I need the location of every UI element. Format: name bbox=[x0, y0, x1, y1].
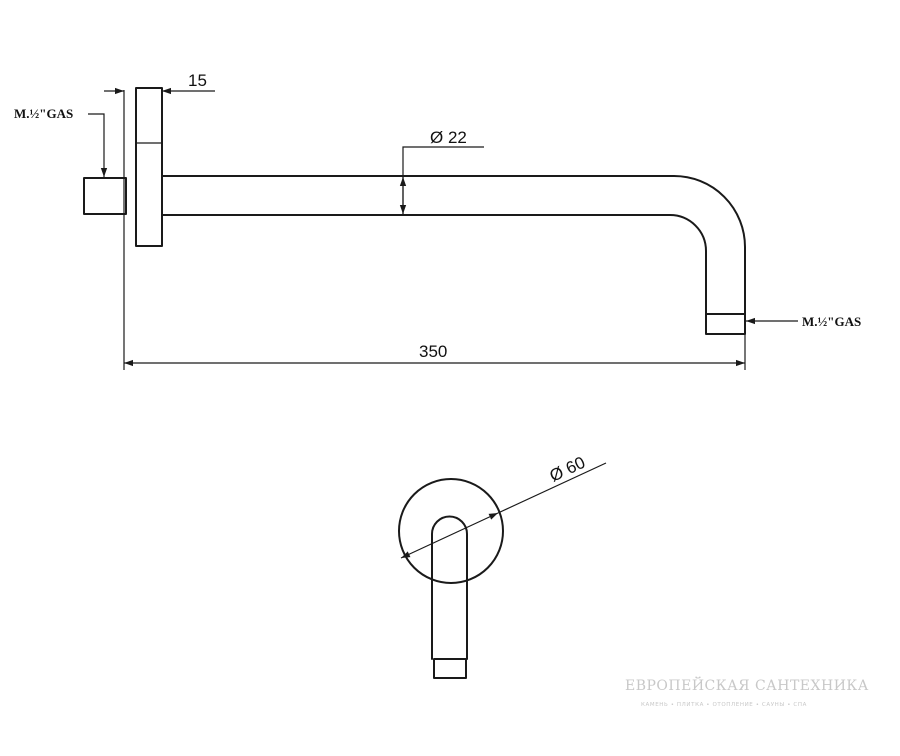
leader-line-inlet-thread bbox=[88, 113, 108, 177]
dimension-label-diameter-22: Ø 22 bbox=[430, 128, 467, 147]
dimension-label-350: 350 bbox=[419, 342, 447, 361]
dimension-line-diameter-60 bbox=[400, 512, 499, 559]
outlet-thread-end bbox=[705, 313, 746, 335]
arm-front-profile bbox=[431, 515, 468, 660]
watermark: ЕВРОПЕЙСКАЯ САНТЕХНИКА КАМЕНЬ • ПЛИТКА •… bbox=[625, 675, 869, 708]
outlet-thread-label: M.½"GAS bbox=[802, 314, 861, 329]
front-view: Ø 60 bbox=[398, 453, 607, 679]
side-view: 15 Ø 22 M.½"GAS M.½"GAS 350 bbox=[14, 71, 861, 370]
inlet-thread-nipple bbox=[83, 177, 127, 215]
shower-arm-pipe bbox=[161, 175, 746, 315]
watermark-title: ЕВРОПЕЙСКАЯ САНТЕХНИКА bbox=[625, 675, 869, 694]
dimension-label-15: 15 bbox=[188, 71, 207, 90]
leader-line-diameter-60 bbox=[497, 462, 607, 514]
flange-circle bbox=[398, 478, 504, 584]
wall-flange bbox=[135, 87, 163, 247]
front-outlet-thread bbox=[433, 658, 467, 679]
watermark-subtitle: КАМЕНЬ • ПЛИТКА • ОТОПЛЕНИЕ • САУНЫ • СП… bbox=[641, 702, 807, 708]
inlet-thread-label: M.½"GAS bbox=[14, 106, 73, 121]
leader-line-diameter-22 bbox=[402, 146, 484, 214]
